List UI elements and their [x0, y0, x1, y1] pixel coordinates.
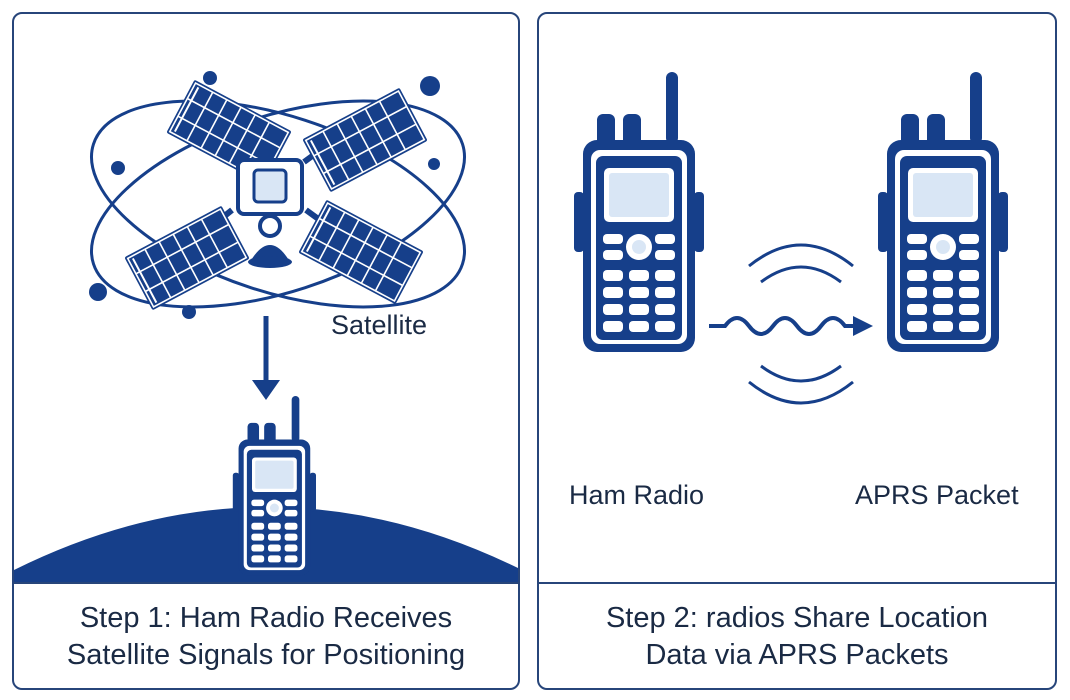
satellite-label: Satellite: [331, 310, 428, 340]
ham-radio-icon: [878, 72, 1008, 352]
aprs-packet-label: APRS Packet: [855, 480, 1019, 510]
step2-caption: Step 2: radios Share Location Data via A…: [539, 584, 1055, 688]
transmission-arrow-icon: [709, 316, 873, 336]
downlink-arrow-icon: [252, 316, 280, 400]
step2-panel: Ham Radio APRS Packet Step 2: radios Sha…: [537, 12, 1057, 690]
step2-caption-line2: Data via APRS Packets: [645, 639, 949, 671]
ham-radio-icon: [574, 72, 704, 352]
radio-waves-icon: [748, 243, 854, 405]
step1-caption-line1: Step 1: Ham Radio Receives: [79, 602, 453, 634]
satellite-icon: [123, 78, 429, 312]
step1-caption-line2: Satellite Signals for Positioning: [66, 639, 466, 671]
step1-caption: Step 1: Ham Radio Receives Satellite Sig…: [14, 584, 518, 688]
caption-divider: [539, 582, 1055, 584]
orbit-nodes: [89, 71, 440, 319]
ham-radio-label: Ham Radio: [569, 480, 705, 510]
step2-caption-line1: Step 2: radios Share Location: [605, 602, 989, 634]
caption-divider: [14, 582, 518, 584]
step1-panel: Satellite Step 1: Ham Radio Receives Sat…: [12, 12, 520, 690]
ham-radio-icon: [232, 396, 316, 576]
